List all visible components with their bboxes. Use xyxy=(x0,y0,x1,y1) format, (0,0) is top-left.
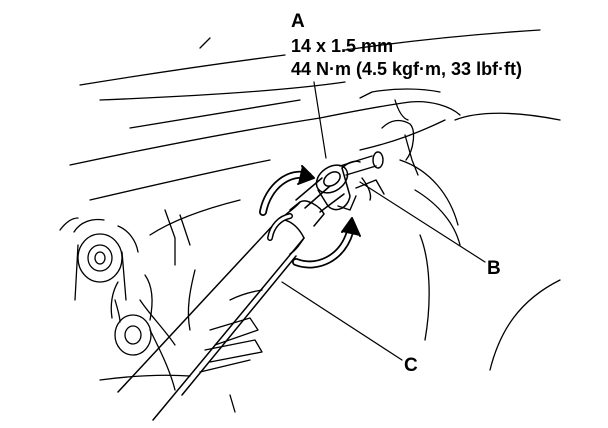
engine-outline xyxy=(69,29,561,413)
leader-lines xyxy=(281,81,486,361)
callout-label-a: A xyxy=(291,11,305,32)
socket xyxy=(315,160,361,211)
thread-size-spec: 14 x 1.5 mm xyxy=(291,36,394,56)
extension-bar xyxy=(117,177,345,421)
lower-left-components xyxy=(59,217,153,356)
callout-label-b: B xyxy=(487,258,501,279)
ball-joint-bolt xyxy=(337,151,385,211)
callout-label-c: C xyxy=(404,355,418,376)
torque-spec: 44 N·m (4.5 kgf·m, 33 lbf·ft) xyxy=(291,59,523,79)
curved-arrow-icon xyxy=(259,165,361,269)
